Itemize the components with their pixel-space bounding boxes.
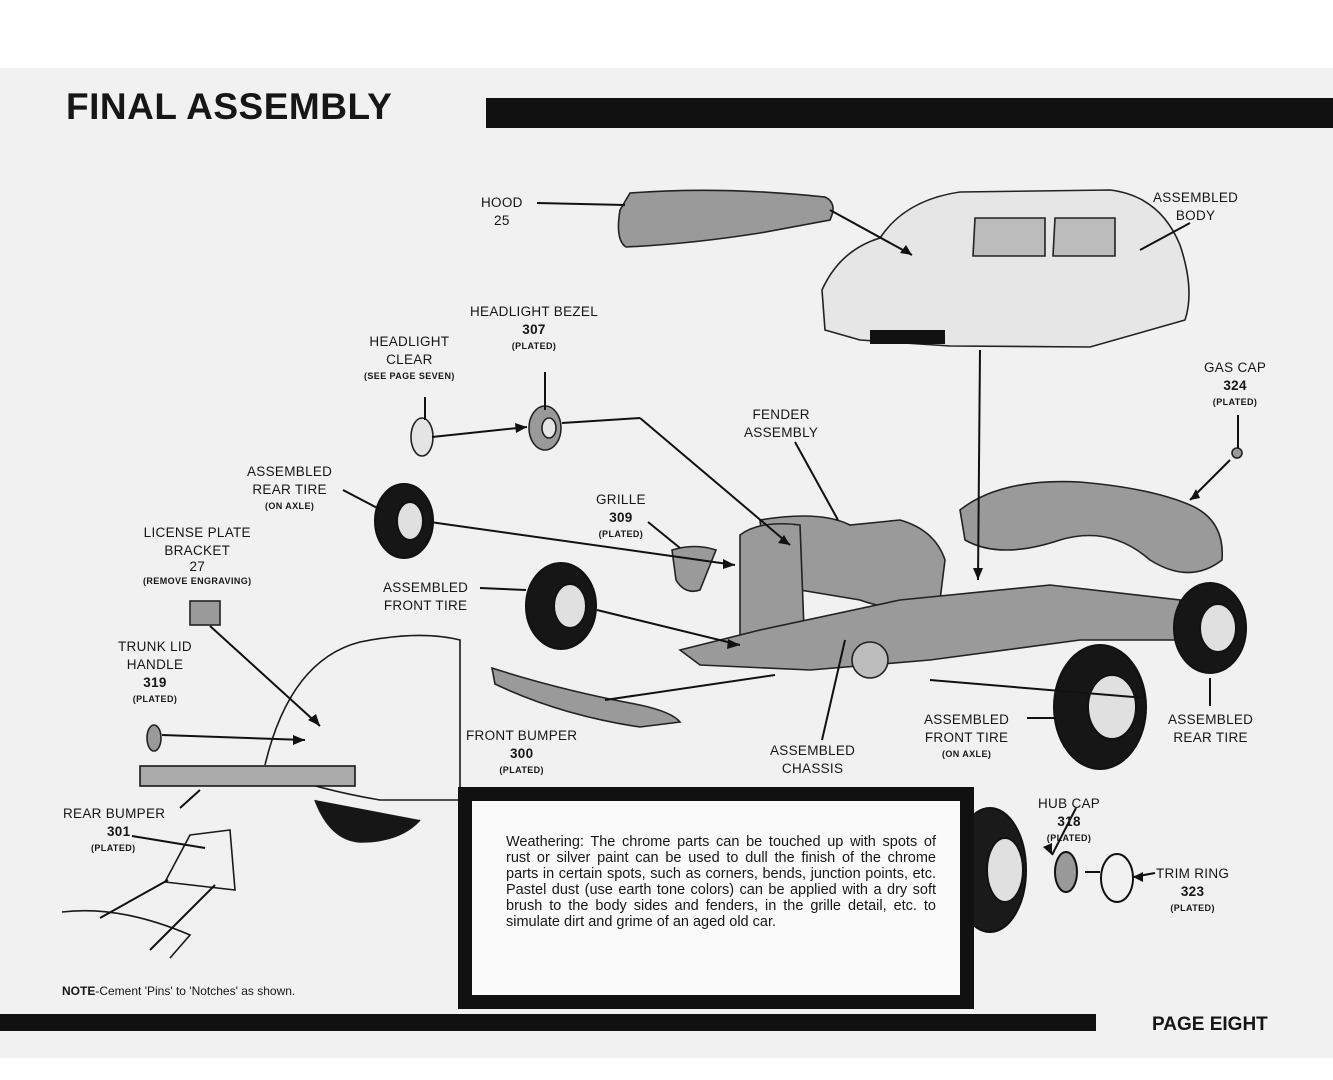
hood-illustration bbox=[617, 189, 834, 248]
rear-bumper-note: (PLATED) bbox=[91, 843, 136, 853]
title-rule bbox=[486, 98, 1333, 128]
grille-illustration bbox=[671, 545, 718, 593]
hub-cap-note: (PLATED) bbox=[1046, 833, 1092, 843]
headlight-clear-note: (SEE PAGE SEVEN) bbox=[364, 371, 455, 381]
hood-label: HOOD bbox=[481, 195, 523, 210]
license-bracket-illustration bbox=[189, 600, 221, 626]
headlight-clear-label-1: HEADLIGHT bbox=[369, 334, 450, 349]
front-bumper-callout: FRONT BUMPER 300 (PLATED) bbox=[466, 727, 577, 777]
front-tire-axle-label-1: ASSEMBLED bbox=[924, 712, 1010, 727]
trim-ring-label: TRIM RING bbox=[1156, 866, 1230, 881]
trunk-handle-label-1: TRUNK LID bbox=[118, 639, 192, 654]
gas-cap-callout: GAS CAP 324 (PLATED) bbox=[1204, 359, 1266, 409]
trim-ring-note: (PLATED) bbox=[1170, 903, 1215, 913]
weathering-tip-inner: Weathering: The chrome parts can be touc… bbox=[472, 801, 960, 995]
headlight-bezel-number: 307 bbox=[522, 322, 546, 337]
gas-cap-label: GAS CAP bbox=[1204, 360, 1267, 375]
grille-callout: GRILLE 309 (PLATED) bbox=[596, 491, 646, 541]
front-bumper-label: FRONT BUMPER bbox=[466, 728, 578, 743]
rear-tire-right-label-1: ASSEMBLED bbox=[1168, 712, 1254, 727]
trunk-handle-callout: TRUNK LID HANDLE 319 (PLATED) bbox=[118, 638, 192, 706]
front-tire-left-label-2: FRONT TIRE bbox=[383, 598, 468, 613]
headlight-clear-label-2: CLEAR bbox=[386, 352, 433, 367]
rear-tire-axle-note: (ON AXLE) bbox=[264, 501, 315, 511]
footer-note-label: NOTE bbox=[62, 984, 96, 998]
gas-cap-illustration bbox=[1231, 447, 1243, 459]
weathering-tip-text: Weathering: The chrome parts can be touc… bbox=[506, 834, 936, 930]
page-top-margin bbox=[0, 0, 1333, 68]
trunk-handle-number: 319 bbox=[143, 675, 167, 690]
front-tire-left-label-1: ASSEMBLED bbox=[383, 580, 469, 595]
front-bumper-illustration bbox=[490, 666, 682, 728]
gas-cap-note: (PLATED) bbox=[1212, 397, 1258, 407]
rear-bumper-callout: REAR BUMPER 301 (PLATED) bbox=[63, 805, 165, 855]
page-number: PAGE EIGHT bbox=[1152, 1014, 1268, 1035]
footer-note-text: -Cement 'Pins' to 'Notches' as shown. bbox=[95, 984, 296, 998]
fender-assembly-label-2: ASSEMBLY bbox=[744, 425, 819, 440]
assembled-chassis-label-2: CHASSIS bbox=[781, 761, 844, 776]
rear-bumper-number: 301 bbox=[107, 824, 131, 839]
hub-cap-callout: HUB CAP 318 (PLATED) bbox=[1038, 795, 1100, 845]
hub-cap-part bbox=[1054, 851, 1078, 893]
front-tire-axle-callout: ASSEMBLED FRONT TIRE (ON AXLE) bbox=[924, 711, 1009, 761]
rear-tire-axle-label-1: ASSEMBLED bbox=[247, 464, 333, 479]
license-bracket-number: 27 bbox=[189, 559, 206, 574]
page-title: FINAL ASSEMBLY bbox=[66, 86, 393, 127]
hub-cap-label: HUB CAP bbox=[1038, 796, 1101, 811]
footer-rule bbox=[0, 1014, 1096, 1031]
grille-note: (PLATED) bbox=[598, 529, 644, 539]
rear-fender-illustration bbox=[959, 480, 1223, 574]
rear-tire-right-label-2: REAR TIRE bbox=[1173, 730, 1248, 745]
rear-tire-axle-callout: ASSEMBLED REAR TIRE (ON AXLE) bbox=[247, 463, 332, 513]
headlight-clear-callout: HEADLIGHT CLEAR (SEE PAGE SEVEN) bbox=[364, 333, 455, 383]
headlight-bezel-note: (PLATED) bbox=[511, 341, 557, 351]
hub-cap-number: 318 bbox=[1057, 814, 1081, 829]
trunk-handle-note: (PLATED) bbox=[132, 694, 178, 704]
hood-callout: HOOD 25 bbox=[481, 194, 523, 230]
grille-number: 309 bbox=[609, 510, 633, 525]
footer-note: NOTE-Cement 'Pins' to 'Notches' as shown… bbox=[62, 984, 295, 998]
trim-ring-part bbox=[1100, 853, 1134, 903]
assembled-chassis-callout: ASSEMBLED CHASSIS bbox=[770, 742, 855, 778]
weathering-tip-box: Weathering: The chrome parts can be touc… bbox=[458, 787, 974, 1009]
trunk-handle-label-2: HANDLE bbox=[126, 657, 184, 672]
assembled-body-label-2: BODY bbox=[1175, 208, 1216, 223]
license-bracket-note: (REMOVE ENGRAVING) bbox=[143, 576, 252, 586]
front-tire-left-callout: ASSEMBLED FRONT TIRE bbox=[383, 579, 468, 615]
grille-label: GRILLE bbox=[596, 492, 646, 507]
headlight-bezel-callout: HEADLIGHT BEZEL 307 (PLATED) bbox=[470, 303, 598, 353]
rear-tire-right-callout: ASSEMBLED REAR TIRE bbox=[1168, 711, 1253, 747]
arrowheads bbox=[293, 245, 1200, 882]
parts-illustration bbox=[146, 189, 1243, 752]
license-bracket-label-2: BRACKET bbox=[164, 543, 231, 558]
front-tire-axle-note: (ON AXLE) bbox=[941, 749, 992, 759]
assembled-body-label-1: ASSEMBLED bbox=[1153, 190, 1239, 205]
license-bracket-label-1: LICENSE PLATE bbox=[143, 525, 251, 540]
front-tire-axle-label-2: FRONT TIRE bbox=[924, 730, 1009, 745]
body-illustration bbox=[821, 189, 1190, 348]
trunk-handle-illustration bbox=[146, 724, 162, 752]
trim-ring-number: 323 bbox=[1180, 884, 1205, 899]
gas-cap-number: 324 bbox=[1223, 378, 1247, 393]
fender-assembly-callout: FENDER ASSEMBLY bbox=[744, 406, 818, 442]
headlight-clear-illustration bbox=[410, 417, 434, 457]
headlight-bezel-label: HEADLIGHT BEZEL bbox=[470, 304, 599, 319]
assembled-body-callout: ASSEMBLED BODY bbox=[1153, 189, 1238, 225]
hood-part-number: 25 bbox=[494, 213, 510, 228]
front-bumper-note: (PLATED) bbox=[499, 765, 544, 775]
assembled-chassis-label-1: ASSEMBLED bbox=[770, 743, 856, 758]
rear-tire-axle-label-2: REAR TIRE bbox=[252, 482, 327, 497]
front-bumper-number: 300 bbox=[509, 746, 534, 761]
leader-lines bbox=[99, 202, 1239, 951]
rear-car-detail bbox=[61, 634, 461, 959]
license-bracket-callout: LICENSE PLATE BRACKET 27 (REMOVE ENGRAVI… bbox=[143, 524, 252, 588]
rear-bumper-label: REAR BUMPER bbox=[63, 806, 166, 821]
trim-ring-callout: TRIM RING 323 (PLATED) bbox=[1156, 865, 1229, 915]
fender-assembly-label-1: FENDER bbox=[752, 407, 810, 422]
